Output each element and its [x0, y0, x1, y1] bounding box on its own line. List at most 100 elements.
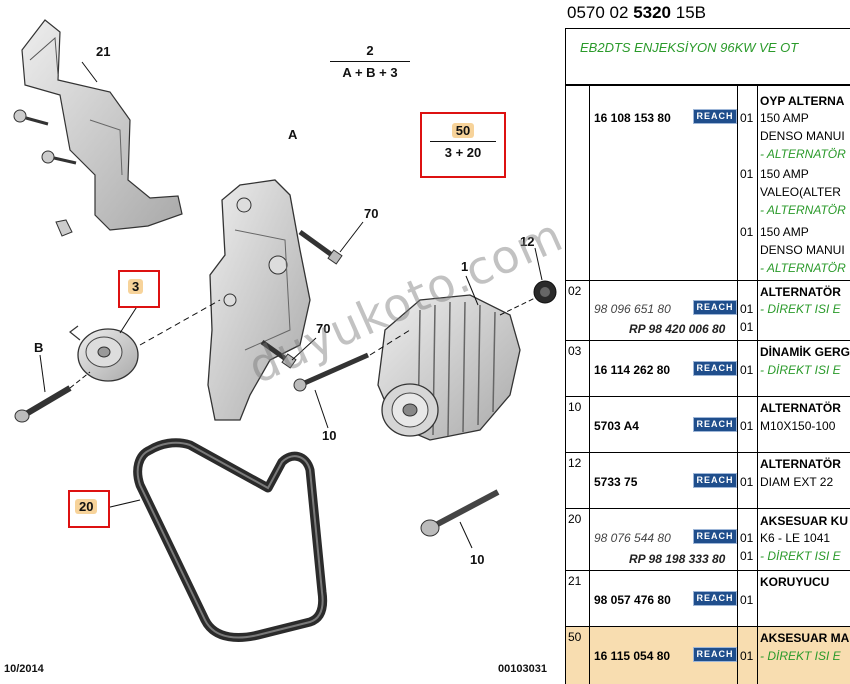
parts-table-panel: 0570 02 5320 15B EB2DTS ENJEKSİYON 96KW …: [563, 0, 850, 684]
callout-1: 1: [461, 259, 469, 274]
part-number[interactable]: 5733 75: [594, 475, 638, 489]
reach-badge: REACH: [693, 647, 737, 662]
part-number[interactable]: 98 096 651 80: [594, 302, 671, 316]
description-cell: AKSESUAR MA - DİREKT ISI E: [760, 631, 850, 663]
group-cell: 03: [566, 341, 590, 397]
document-reference-prefix: 0570 02: [567, 3, 634, 22]
description-cell: AKSESUAR KU K6 - LE 1041 - DİREKT ISI E: [760, 514, 849, 563]
alternator-part: [377, 294, 521, 441]
screw-icon: [13, 109, 77, 237]
group-cell: 02: [566, 281, 590, 341]
quantity-cell: 01: [737, 341, 758, 397]
part-number[interactable]: 16 114 262 80: [594, 363, 671, 377]
quantity-cell: 01: [737, 627, 758, 684]
quantity-cell: 01 01: [737, 281, 758, 341]
reference-cell: 5733 75 REACH: [589, 453, 738, 509]
quantity-cell: 01 01 01: [737, 85, 758, 281]
reach-badge: REACH: [693, 529, 737, 544]
callout-10-middle: 10: [322, 428, 337, 443]
callout-20: 20: [75, 499, 98, 514]
quantity-cell: 01: [737, 571, 758, 627]
reach-badge: REACH: [693, 109, 737, 124]
group-cell: 10: [566, 397, 590, 453]
alternator-cap-part: [533, 280, 557, 304]
table-row[interactable]: 10 5703 A4 REACH 01 ALTERNATÖR M10X150-1…: [565, 396, 850, 453]
table-row-selected[interactable]: 50 16 115 054 80 REACH 01 AKSESUAR MA - …: [565, 626, 850, 684]
bolt-70-lower: [260, 339, 297, 369]
description-cell: ALTERNATÖR M10X150-100: [760, 401, 841, 433]
callout-2-assembly: 2 A + B + 3: [330, 43, 410, 80]
heat-shield-part: [21, 19, 183, 231]
callout-20-box: 20: [68, 490, 110, 528]
reference-cell: 98 076 544 80 REACH RP 98 198 333 80: [589, 509, 738, 571]
document-reference: 0570 02 5320 15B: [567, 3, 706, 23]
reference-cell: 98 096 651 80 REACH RP 98 420 006 80: [589, 281, 738, 341]
bolt-10-lower: [420, 489, 500, 537]
document-reference-number: 5320: [633, 3, 672, 22]
diagram-drawing: [13, 19, 557, 642]
callout-10-lower: 10: [470, 552, 485, 567]
replacement-part-number[interactable]: RP 98 420 006 80: [629, 322, 726, 336]
callout-3-box: 3: [118, 270, 160, 308]
reach-badge: REACH: [693, 300, 737, 315]
callout-3: 3: [128, 279, 144, 294]
part-number[interactable]: 98 076 544 80: [594, 531, 671, 545]
bolt-b-part: [14, 385, 72, 423]
replacement-part-number[interactable]: RP 98 198 333 80: [629, 552, 726, 566]
reference-cell: 16 108 153 80 REACH: [589, 85, 738, 281]
table-row[interactable]: 03 16 114 262 80 REACH 01 DİNAMİK GERG -…: [565, 340, 850, 397]
quantity-cell: 01 01: [737, 509, 758, 571]
document-reference-suffix: 15B: [671, 3, 706, 22]
part-number[interactable]: 98 057 476 80: [594, 593, 671, 607]
reference-cell: 5703 A4 REACH: [589, 397, 738, 453]
callout-50-subtext: 3 + 20: [444, 145, 482, 160]
callout-50-box: 50 3 + 20: [420, 112, 506, 178]
footer-diagram-code: 00103031: [498, 663, 547, 675]
group-cell: 21: [566, 571, 590, 627]
description-cell: KORUYUCU: [760, 575, 830, 589]
bolt-10-middle: [293, 352, 370, 392]
fraction-bar: [330, 61, 410, 62]
callout-70-upper: 70: [364, 206, 379, 221]
description-cell: OYP ALTERNA 150 AMP DENSO MANUI - ALTERN…: [760, 94, 846, 275]
table-row[interactable]: 12 5733 75 REACH 01 ALTERNATÖR DIAM EXT …: [565, 452, 850, 509]
callout-21: 21: [96, 44, 111, 59]
exploded-parts-diagram: 21 2 A + B + 3 A 50 3 + 20 70 12 3 1 B 7…: [4, 19, 571, 675]
callout-a: A: [288, 127, 298, 142]
group-cell: [566, 85, 590, 281]
engine-header: EB2DTS ENJEKSİYON 96KW VE OT: [565, 28, 850, 86]
table-row[interactable]: 21 98 057 476 80 REACH 01 KORUYUCU: [565, 570, 850, 627]
callout-2: 2: [366, 43, 374, 58]
table-row[interactable]: 16 108 153 80 REACH 01 01 01 OYP ALTERNA…: [565, 84, 850, 281]
callout-12: 12: [520, 234, 535, 249]
part-number[interactable]: 5703 A4: [594, 419, 639, 433]
accessory-belt-part: [133, 438, 328, 642]
description-cell: DİNAMİK GERG - DİREKT ISI E: [760, 345, 850, 377]
engine-title: EB2DTS ENJEKSİYON 96KW VE OT: [580, 40, 799, 55]
group-cell: 12: [566, 453, 590, 509]
group-cell: 20: [566, 509, 590, 571]
alternator-bracket-part: [207, 179, 311, 421]
reach-badge: REACH: [693, 591, 737, 606]
fraction-bar: [430, 141, 496, 142]
callout-2-subtext: A + B + 3: [342, 65, 398, 80]
belt-tensioner-part: [69, 325, 139, 382]
reach-badge: REACH: [693, 473, 737, 488]
group-cell: 50: [566, 627, 590, 684]
part-number[interactable]: 16 115 054 80: [594, 649, 671, 663]
part-number[interactable]: 16 108 153 80: [594, 111, 671, 125]
callout-50: 50: [451, 123, 475, 138]
reach-badge: REACH: [693, 417, 737, 432]
table-row[interactable]: 20 98 076 544 80 REACH RP 98 198 333 80 …: [565, 508, 850, 571]
reference-cell: 98 057 476 80 REACH: [589, 571, 738, 627]
callout-50-assembly: 50 3 + 20: [430, 123, 496, 160]
quantity-cell: 01: [737, 397, 758, 453]
callout-b: B: [34, 340, 44, 355]
reference-cell: 16 115 054 80 REACH: [589, 627, 738, 684]
description-cell: ALTERNATÖR - DİREKT ISI E: [760, 285, 841, 316]
reach-badge: REACH: [693, 361, 737, 376]
bolt-70-upper: [298, 229, 343, 265]
table-row[interactable]: 02 98 096 651 80 REACH RP 98 420 006 80 …: [565, 280, 850, 341]
callout-70-lower: 70: [316, 321, 331, 336]
description-cell: ALTERNATÖR DIAM EXT 22: [760, 457, 841, 489]
